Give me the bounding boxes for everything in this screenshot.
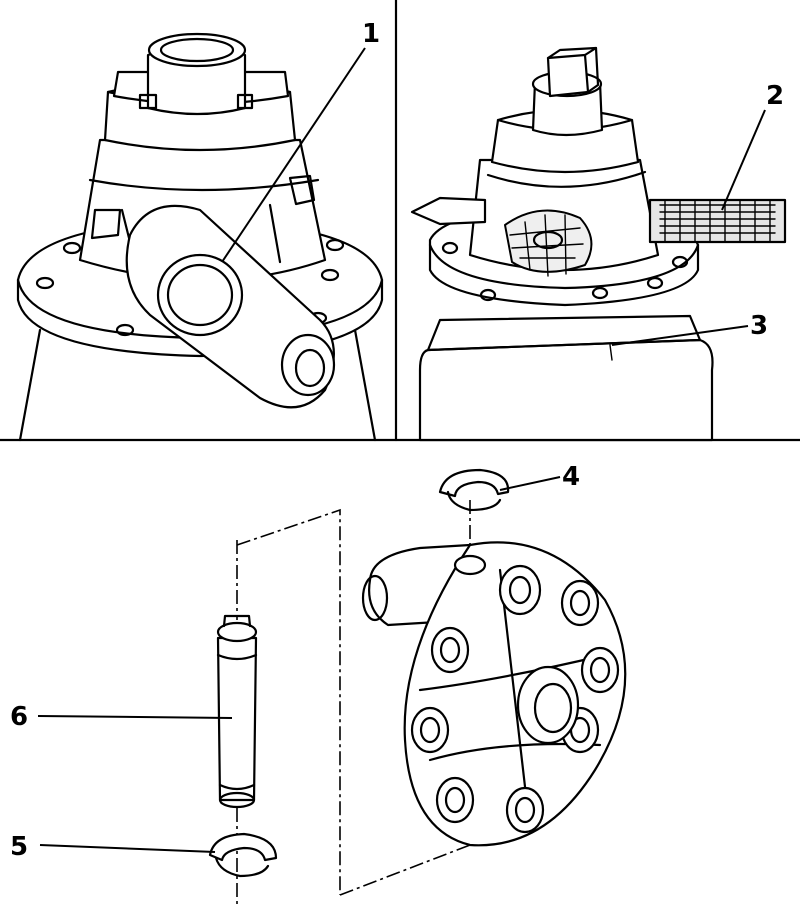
callout-1: 1 <box>362 19 380 49</box>
leader-line-5 <box>39 844 216 853</box>
panel-3-exploded-view <box>208 468 627 905</box>
panel-2-case-in-vise <box>410 46 787 442</box>
panel-1-case-with-gear <box>16 32 384 442</box>
leader-line-2 <box>721 109 766 211</box>
callout-4: 4 <box>562 462 580 492</box>
callout-6: 6 <box>10 702 28 732</box>
callout-2: 2 <box>766 81 784 111</box>
leader-line-1 <box>221 47 366 263</box>
callout-5: 5 <box>10 832 28 862</box>
leader-line-3 <box>611 325 749 346</box>
callout-3: 3 <box>750 311 768 341</box>
leader-line-6 <box>37 715 233 719</box>
leader-line-4 <box>499 476 561 491</box>
